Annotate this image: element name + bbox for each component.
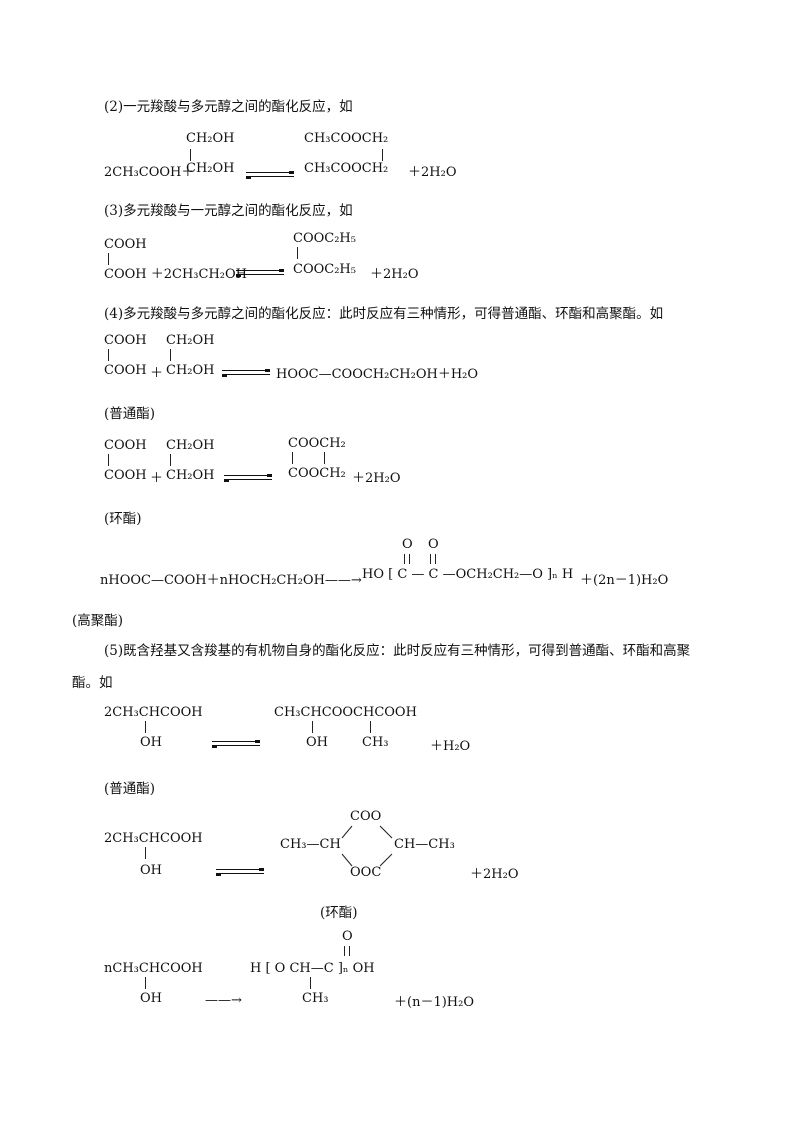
label-cyclic-ester: (环酯) bbox=[104, 511, 142, 527]
water-product: ＋2H₂O bbox=[470, 867, 519, 882]
section2-heading: (2)一元羧酸与多元醇之间的酯化反应，如 bbox=[104, 99, 353, 115]
equilibrium-arrow bbox=[236, 269, 284, 277]
bond-line bbox=[292, 452, 293, 464]
polyester-product: HO [ C — C —OCH₂CH₂—O ]ₙ H bbox=[362, 567, 574, 582]
ester-bottom-group: CH₃COOCH₂ bbox=[304, 161, 389, 176]
lactic-acid-n: nCH₃CHCOOH bbox=[104, 961, 203, 976]
lactide-bottom-ooc: OOC bbox=[350, 865, 382, 880]
equilibrium-arrow bbox=[216, 868, 264, 876]
carbonyl-oxygen-1: O bbox=[402, 537, 413, 552]
double-bond bbox=[404, 554, 410, 564]
bond-line bbox=[108, 253, 109, 265]
double-bond bbox=[430, 554, 436, 564]
methyl-group: CH₃ bbox=[362, 735, 389, 750]
bond-line bbox=[170, 349, 171, 361]
hydroxyl-group: OH bbox=[140, 863, 162, 878]
label-cyclic-ester: (环酯) bbox=[320, 905, 358, 921]
glycol-bottom-ch2oh: CH₂OH bbox=[186, 161, 235, 176]
water-product: ＋2H₂O bbox=[408, 165, 457, 180]
lactyl-lactate: CH₃CHCOOCHCOOH bbox=[274, 705, 417, 720]
lactic-acid: 2CH₃CHCOOH bbox=[104, 705, 203, 720]
cyclic-ester-top: COOCH₂ bbox=[288, 436, 346, 451]
oxalic-bottom-cooh: COOH bbox=[104, 363, 147, 378]
oxalic-top-cooh: COOH bbox=[104, 237, 147, 252]
water-product: ＋(n－1)H₂O bbox=[394, 995, 474, 1010]
methyl-group: CH₃ bbox=[302, 991, 329, 1006]
lactide-right-chch3: CH—CH₃ bbox=[394, 837, 455, 852]
hydroxyl-group: OH bbox=[306, 735, 328, 750]
reaction-arrow: ——→ bbox=[205, 993, 242, 1008]
carbonyl-oxygen: O bbox=[342, 929, 353, 944]
water-product: ＋2H₂O bbox=[352, 471, 401, 486]
lactide-top-coo: COO bbox=[350, 809, 382, 824]
label-ordinary-ester: (普通酯) bbox=[104, 781, 156, 797]
bond-line bbox=[145, 977, 146, 989]
lactide-ring-bonds bbox=[341, 825, 393, 867]
lactic-acid: 2CH₃CHCOOH bbox=[104, 831, 203, 846]
label-ordinary-ester: (普通酯) bbox=[104, 406, 156, 422]
glycol-top-ch2oh: CH₂OH bbox=[186, 131, 235, 146]
lactide-left-chch3: CH₃—CH bbox=[280, 837, 341, 852]
oxalic-bottom-cooh: COOH bbox=[104, 468, 147, 483]
bond-line bbox=[108, 349, 109, 361]
bond-line bbox=[145, 721, 146, 733]
monoester-product: HOOC—COOCH₂CH₂OH＋H₂O bbox=[276, 367, 479, 382]
equilibrium-arrow bbox=[246, 171, 294, 179]
section5-heading-line2: 酯。如 bbox=[72, 675, 113, 691]
water-product: ＋H₂O bbox=[430, 739, 471, 754]
polylactide-product: H [ O CH—C ]ₙ OH bbox=[250, 961, 375, 976]
glycol-top-ch2oh: CH₂OH bbox=[166, 438, 215, 453]
bond-line bbox=[382, 149, 383, 161]
bond-line bbox=[190, 149, 191, 161]
hydroxyl-group: OH bbox=[140, 735, 162, 750]
bond-line bbox=[370, 721, 371, 733]
bond-line bbox=[108, 454, 109, 466]
ester-top-group: CH₃COOCH₂ bbox=[304, 131, 389, 146]
polyester-reactants: nHOOC—COOH＋nHOCH₂CH₂OH——→ bbox=[100, 573, 362, 588]
double-bond bbox=[344, 946, 350, 956]
bond-line bbox=[310, 977, 311, 989]
cyclic-ester-bottom: COOCH₂ bbox=[288, 466, 346, 481]
diester-top-group: COOC₂H₅ bbox=[293, 231, 356, 246]
bond-line bbox=[312, 721, 313, 733]
carbonyl-oxygen-2: O bbox=[428, 537, 439, 552]
equilibrium-arrow bbox=[224, 474, 272, 482]
water-product: ＋(2n－1)H₂O bbox=[580, 573, 669, 588]
bond-line bbox=[324, 452, 325, 464]
bond-line bbox=[145, 847, 146, 859]
section4-heading: (4)多元羧酸与多元醇之间的酯化反应：此时反应有三种情形，可得普通酯、环酯和高聚… bbox=[104, 306, 664, 322]
section3-heading: (3)多元羧酸与一元醇之间的酯化反应，如 bbox=[104, 203, 353, 219]
bond-line bbox=[297, 247, 298, 259]
label-polyester: (高聚酯) bbox=[72, 613, 124, 629]
hydroxyl-group: OH bbox=[140, 991, 162, 1006]
plus-sign: ＋ bbox=[150, 471, 164, 486]
oxalic-top-cooh: COOH bbox=[104, 438, 147, 453]
reactant-acid-ethanol: COOH ＋2CH₃CH₂OH bbox=[104, 267, 247, 282]
diester-bottom-group: COOC₂H₅ bbox=[293, 262, 356, 277]
section5-heading-line1: (5)既含羟基又含羧基的有机物自身的酯化反应：此时反应有三种情形，可得到普通酯、… bbox=[104, 643, 691, 659]
glycol-top-ch2oh: CH₂OH bbox=[166, 333, 215, 348]
oxalic-top-cooh: COOH bbox=[104, 333, 147, 348]
glycol-bottom-ch2oh: CH₂OH bbox=[166, 468, 215, 483]
plus-sign: ＋ bbox=[150, 366, 164, 381]
reactant-acetic-acid: 2CH₃COOH＋ bbox=[104, 165, 195, 180]
glycol-bottom-ch2oh: CH₂OH bbox=[166, 363, 215, 378]
equilibrium-arrow bbox=[212, 740, 260, 748]
bond-line bbox=[170, 454, 171, 466]
water-product: ＋2H₂O bbox=[370, 267, 419, 282]
equilibrium-arrow bbox=[222, 369, 270, 377]
